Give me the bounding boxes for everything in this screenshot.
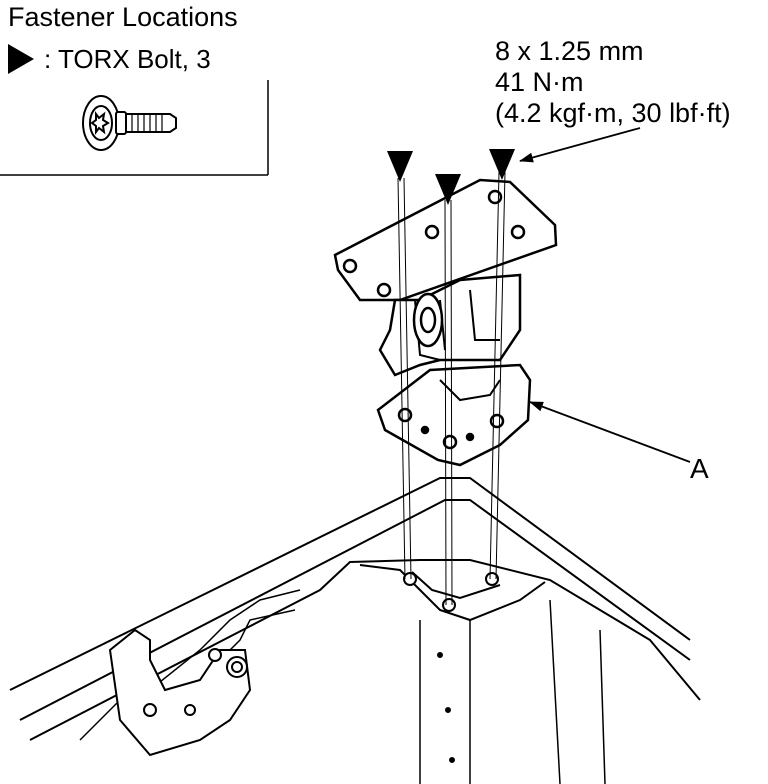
torx-bolt-icon [82,95,177,151]
legend-box [0,80,269,176]
triangle-pointer-icon [387,149,515,205]
torque-spec: 8 x 1.25 mm 41 N·m (4.2 kgf·m, 30 lbf·ft… [495,36,731,129]
legend-item-label: : TORX Bolt, 3 [44,44,211,74]
body-floor-panel [9,477,701,784]
legend-title: Fastener Locations [8,2,238,32]
floor-mount-holes [403,572,499,612]
spec-torque-nm: 41 N·m [495,67,584,97]
bolt-guide-lines [397,171,506,606]
lower-left-latch [108,628,252,757]
spec-size: 8 x 1.25 mm [495,36,644,66]
callout-label-a: A [690,453,709,484]
triangle-pointer-icon [8,44,34,74]
leader-lines [519,127,691,463]
spec-torque-alt: (4.2 kgf·m, 30 lbf·ft) [495,98,731,128]
legend-item: : TORX Bolt, 3 [8,44,211,74]
